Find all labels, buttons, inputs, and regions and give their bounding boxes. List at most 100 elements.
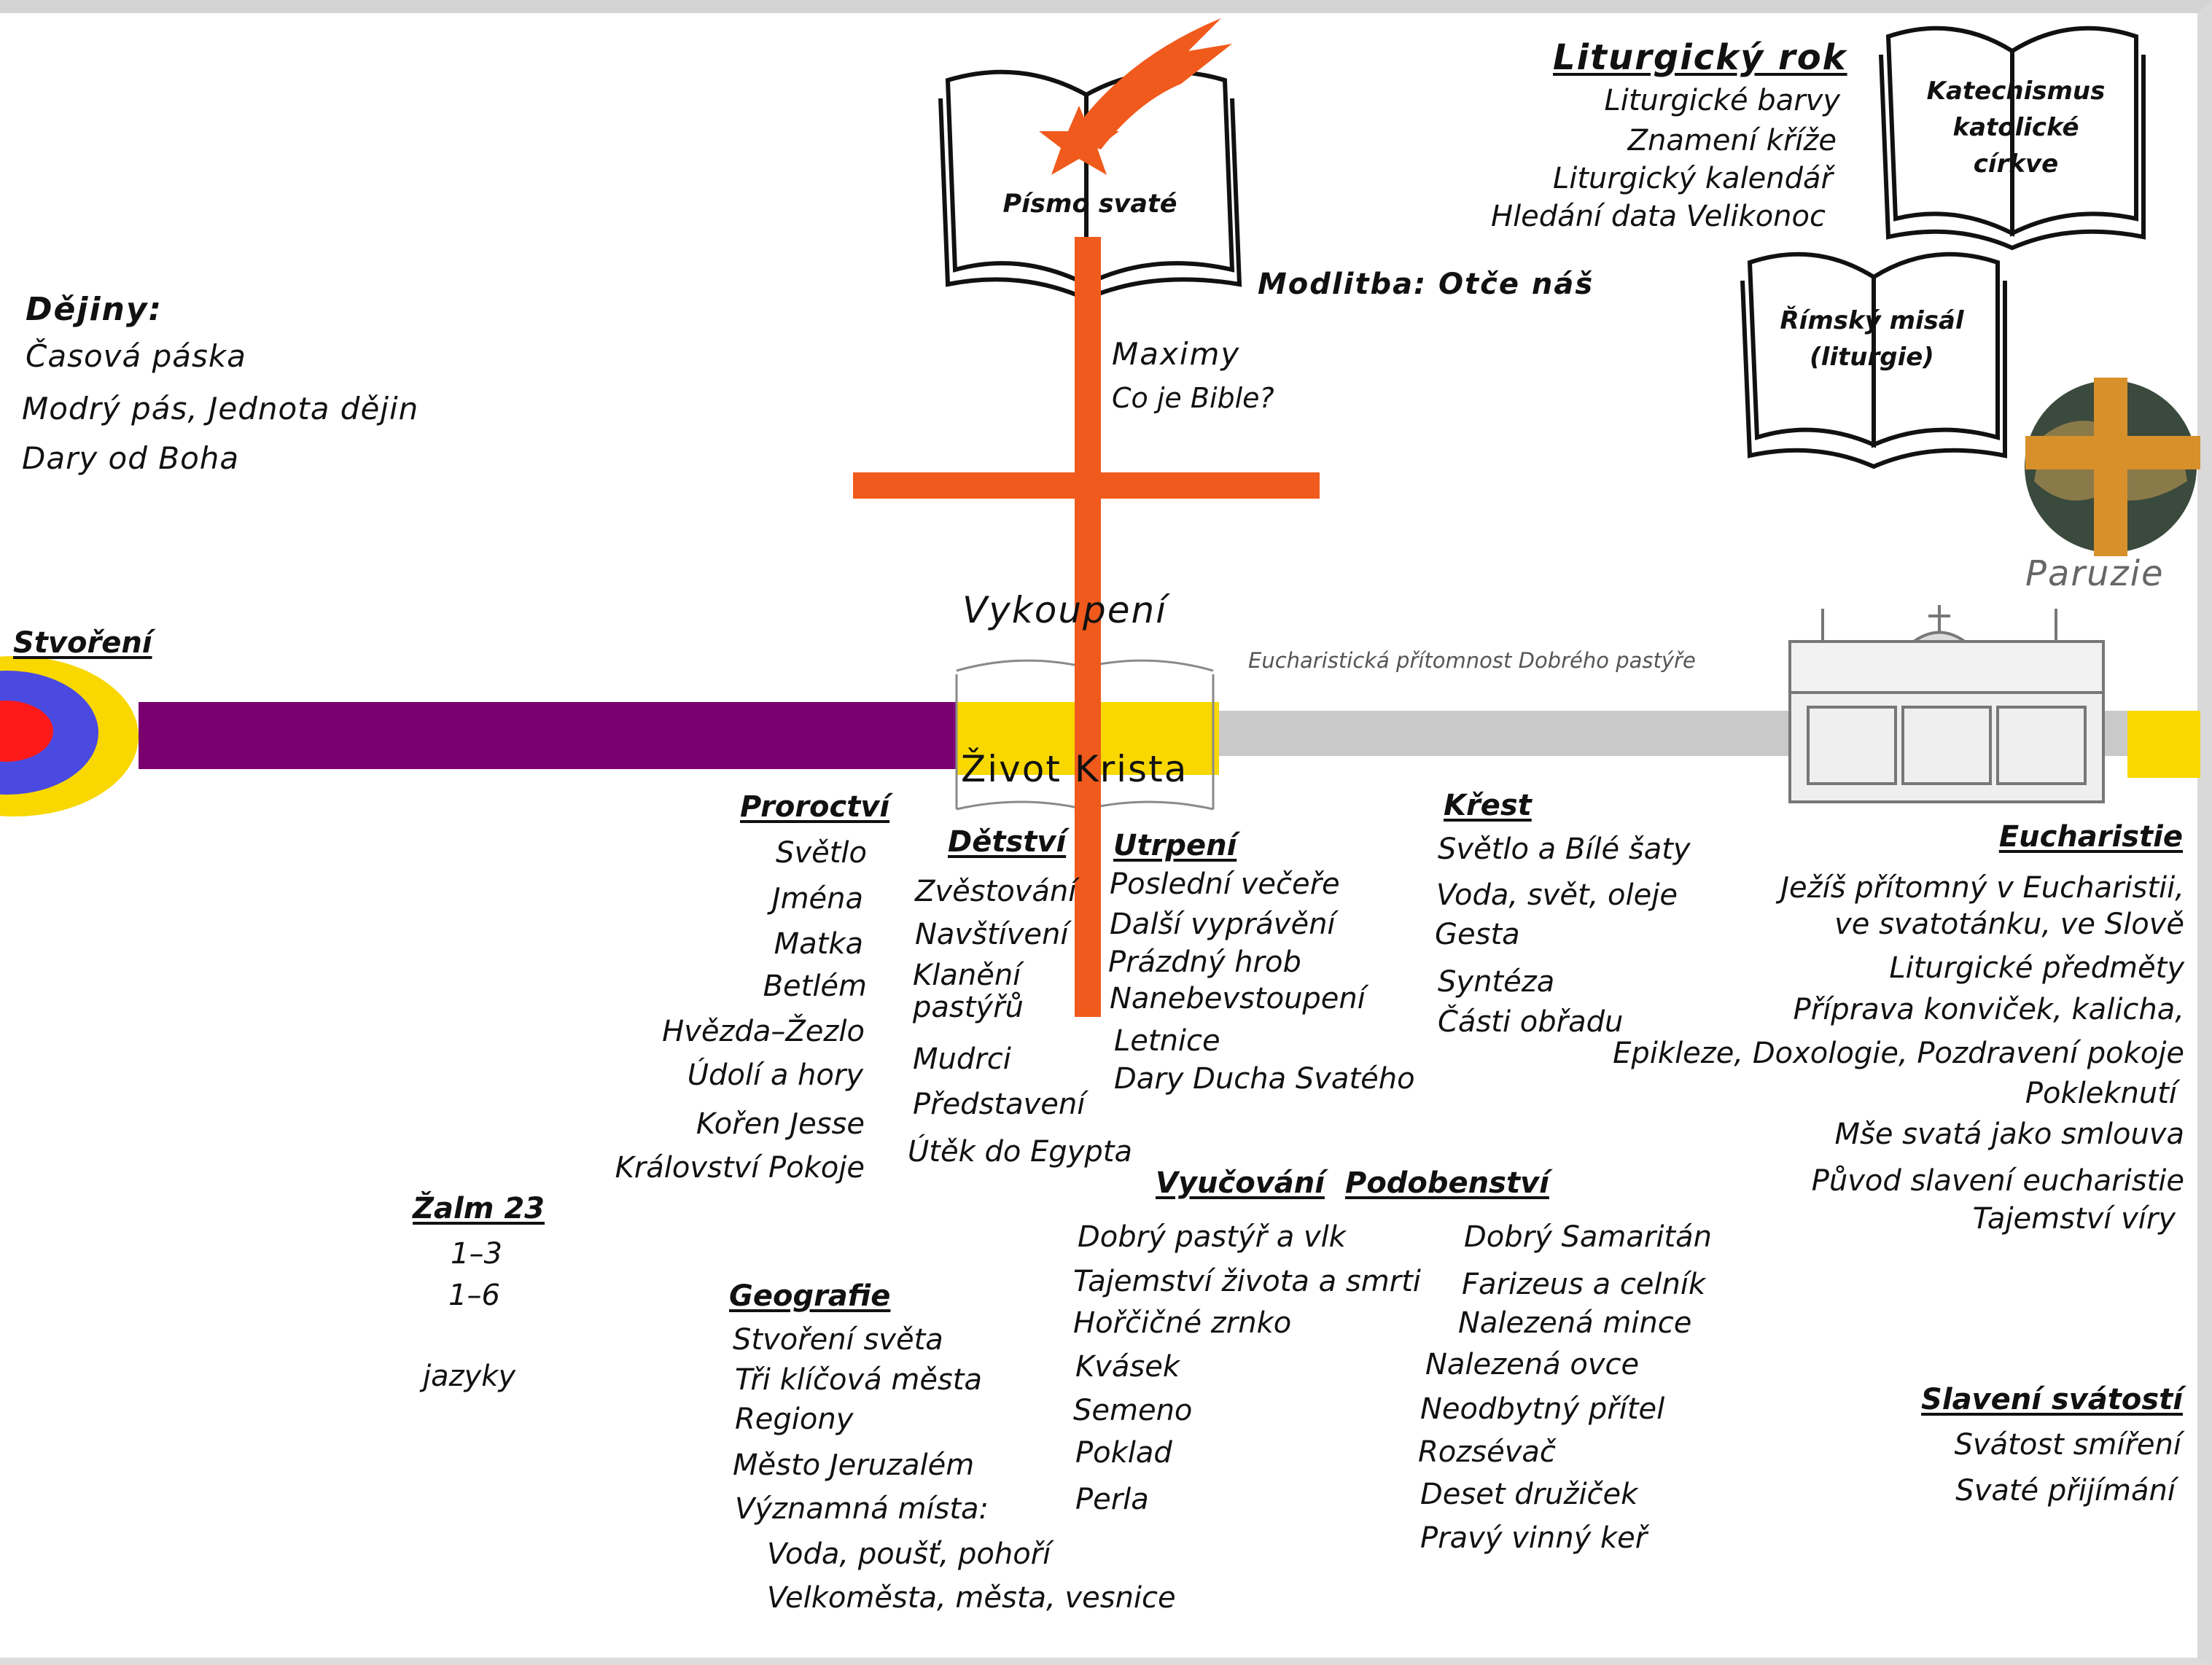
passion-item: Další vyprávění [1110, 908, 1336, 941]
timeline-purple-band [139, 702, 962, 769]
parables-item: Nalezená mince [1458, 1306, 1692, 1340]
childhood-item: Představení [913, 1088, 1086, 1121]
baptism-item: Syntéza [1438, 965, 1555, 999]
psalm-title: Žalm 23 [413, 1192, 545, 1225]
passion-item: Letnice [1114, 1024, 1220, 1058]
childhood-item: Klanění [913, 959, 1021, 992]
catechism-book-label: Katechismus katolické církve [1926, 77, 2106, 179]
teaching-item: Tajemství života a smrti [1073, 1265, 1421, 1298]
teaching-item: Perla [1075, 1483, 1149, 1516]
liturgical-year-title: Liturgický rok [1553, 37, 1847, 78]
liturgical-year-item: Hledání data Velikonoc [1490, 200, 1826, 233]
eucharist-item: Pokleknutí [2025, 1077, 2177, 1110]
eucharist-item: Liturgické předměty [1889, 951, 2184, 985]
sacraments-item: Svaté přijímání [1955, 1474, 2176, 1508]
what-is-bible-label: Co je Bible? [1112, 382, 1274, 414]
teaching-item: Hořčičné zrnko [1073, 1306, 1292, 1340]
geography-title: Geografie [729, 1279, 891, 1313]
eucharist-title: Eucharistie [1998, 820, 2183, 854]
parables-item: Rozsévač [1418, 1435, 1556, 1469]
eucharist-item: Mše svatá jako smlouva [1834, 1118, 2184, 1151]
geography-item: Tři klíčová města [735, 1363, 982, 1397]
eucharist-item: Tajemství víry [1972, 1202, 2176, 1236]
parables-item: Farizeus a celník [1462, 1268, 1706, 1301]
prophecy-title: Proroctví [740, 790, 890, 824]
passion-item: Prázdný hrob [1108, 945, 1301, 979]
passion-item: Dary Ducha Svatého [1114, 1062, 1415, 1096]
history-item: Dary od Boha [22, 440, 240, 476]
psalm-item: 1–6 [448, 1279, 500, 1312]
baptism-item: Gesta [1435, 918, 1520, 951]
geography-item: Voda, poušť, pohoří [767, 1537, 1051, 1571]
passion-item: Nanebevstoupení [1110, 982, 1366, 1015]
eucharist-item: ve svatotánku, ve Slově [1834, 908, 2184, 941]
liturgical-year-item: Liturgické barvy [1604, 84, 1840, 117]
liturgical-year-item: Liturgický kalendář [1552, 162, 1833, 195]
scripture-book-label: Písmo svaté [1002, 190, 1177, 219]
sacraments-item: Svátost smíření [1954, 1428, 2181, 1462]
parables-item: Nalezená ovce [1425, 1348, 1640, 1381]
baptism-title: Křest [1444, 789, 1532, 822]
geography-item: Stvoření světa [733, 1323, 943, 1357]
shooting-star-icon [1039, 18, 1232, 175]
psalm-item: jazyky [423, 1360, 516, 1393]
cross-icon [853, 237, 1320, 1017]
baptism-item: Části obřadu [1438, 1005, 1624, 1039]
parousia-label: Paruzie [2025, 553, 2165, 594]
childhood-item: Mudrci [913, 1042, 1011, 1076]
liturgical-year-item: Znamení kříže [1627, 124, 1837, 157]
missal-book-label: Římský misál (liturgie) [1780, 306, 1964, 372]
childhood-item: Navštívení [915, 918, 1069, 951]
teaching-item: Poklad [1075, 1436, 1172, 1470]
scripture-book-icon [938, 69, 1242, 302]
catechism-book-icon [1879, 26, 2146, 251]
history-item: Časová páska [26, 338, 246, 374]
missal-book-icon [1740, 251, 2007, 469]
life-of-christ-label: Život Krista [961, 748, 1188, 790]
prophecy-item: Matka [774, 927, 863, 961]
prophecy-item: Betlém [763, 970, 867, 1003]
baptism-item: Voda, svět, oleje [1436, 878, 1678, 912]
maxims-label: Maximy [1112, 336, 1241, 372]
prophecy-item: Hvězda–Žezlo [662, 1015, 865, 1048]
history-item: Modrý pás, Jednota dějin [22, 391, 419, 426]
timeline-end-band [2127, 711, 2200, 778]
eucharist-item: Příprava konviček, kalicha, [1793, 993, 2184, 1026]
teaching-item: Kvásek [1075, 1350, 1180, 1384]
psalm-item: 1–3 [451, 1237, 502, 1271]
sacraments-title: Slavení svátostí [1921, 1383, 2183, 1416]
prophecy-item: Kořen Jesse [696, 1107, 865, 1141]
prophecy-item: Jména [771, 882, 863, 916]
childhood-item: Útěk do Egypta [908, 1135, 1132, 1169]
altar-icon [1788, 605, 2105, 803]
eucharistic-presence-label: Eucharistická přítomnost Dobrého pastýře [1248, 648, 1696, 673]
geography-item: Město Jeruzalém [733, 1448, 975, 1482]
prophecy-item: Světlo [776, 836, 867, 870]
parables-item: Deset družiček [1420, 1478, 1638, 1511]
eucharist-item: Ježíš přítomný v Eucharistii, [1780, 871, 2184, 905]
redemption-label: Vykoupení [962, 589, 1168, 631]
parables-item: Neodbytný přítel [1420, 1392, 1665, 1426]
baptism-item: Světlo a Bílé šaty [1438, 832, 1691, 866]
parables-item: Dobrý Samaritán [1464, 1220, 1712, 1254]
creation-orb-icon [0, 656, 139, 816]
childhood-title: Dětství [948, 825, 1067, 859]
prophecy-item: Království Pokoje [615, 1151, 865, 1185]
childhood-item: Zvěstování [915, 875, 1077, 908]
parables-item: Pravý vinný keř [1420, 1521, 1648, 1555]
globe-icon [2025, 378, 2200, 556]
creation-label: Stvoření [13, 626, 152, 660]
childhood-item: pastýřů [913, 991, 1024, 1024]
teaching-title: Vyučování [1156, 1166, 1325, 1200]
history-title: Dějiny: [26, 291, 163, 328]
geography-item: Regiony [735, 1403, 854, 1436]
teaching-item: Semeno [1073, 1394, 1193, 1427]
geography-item: Významná místa: [735, 1492, 989, 1526]
teaching-item: Dobrý pastýř a vlk [1078, 1220, 1346, 1254]
eucharist-item: Původ slavení eucharistie [1811, 1164, 2184, 1198]
geography-item: Velkoměsta, města, vesnice [767, 1581, 1176, 1615]
passion-title: Utrpení [1113, 829, 1237, 862]
parables-title: Podobenství [1345, 1166, 1549, 1200]
